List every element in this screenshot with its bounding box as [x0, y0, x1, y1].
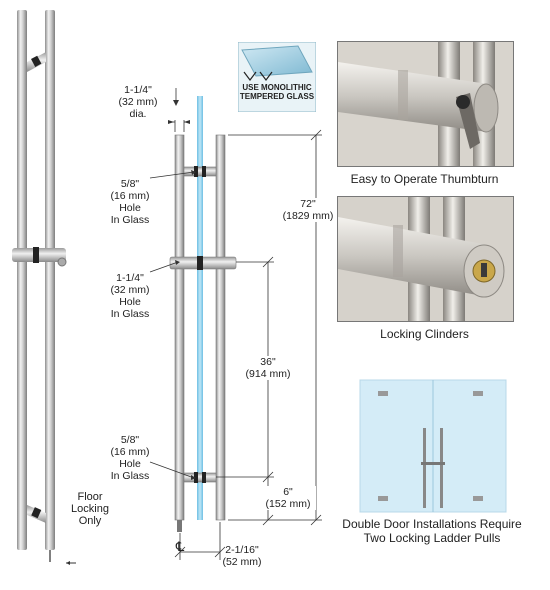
offset-label: 2-1/16" (52 mm) [222, 544, 262, 568]
thumbturn-photo [337, 41, 514, 167]
double-door-caption: Double Door Installations Require Two Lo… [342, 517, 522, 545]
overall-height-label: 72" (1829 mm) [280, 198, 336, 222]
tempered-glass-badge: USE MONOLITHIC TEMPERED GLASS [238, 42, 316, 112]
glass-panel [197, 96, 203, 520]
elevation-ladder-pull [169, 96, 237, 532]
badge-label: USE MONOLITHIC TEMPERED GLASS [239, 83, 315, 101]
centerline-symbol: ℄ [175, 539, 185, 554]
cylinders-caption: Locking Clinders [380, 327, 469, 341]
cylinders-photo [337, 196, 514, 322]
floor-locking-note: Floor Locking Only [71, 491, 109, 527]
double-door-illustration [359, 379, 507, 513]
glass-sheet-icon [238, 42, 316, 112]
tube-diameter-label: 1-1/4" (32 mm) dia. [118, 84, 158, 120]
bottom-hole-label: 5/8" (16 mm) Hole In Glass [110, 434, 150, 482]
top-hole-label: 5/8" (16 mm) Hole In Glass [110, 178, 150, 226]
center-distance-label: 36" (914 mm) [240, 356, 296, 380]
middle-hole-label: 1-1/4" (32 mm) Hole In Glass [110, 272, 150, 320]
thumbturn-caption: Easy to Operate Thumbturn [350, 172, 499, 186]
perspective-ladder-pull [12, 10, 76, 565]
floor-gap-label: 6" (152 mm) [260, 486, 316, 510]
